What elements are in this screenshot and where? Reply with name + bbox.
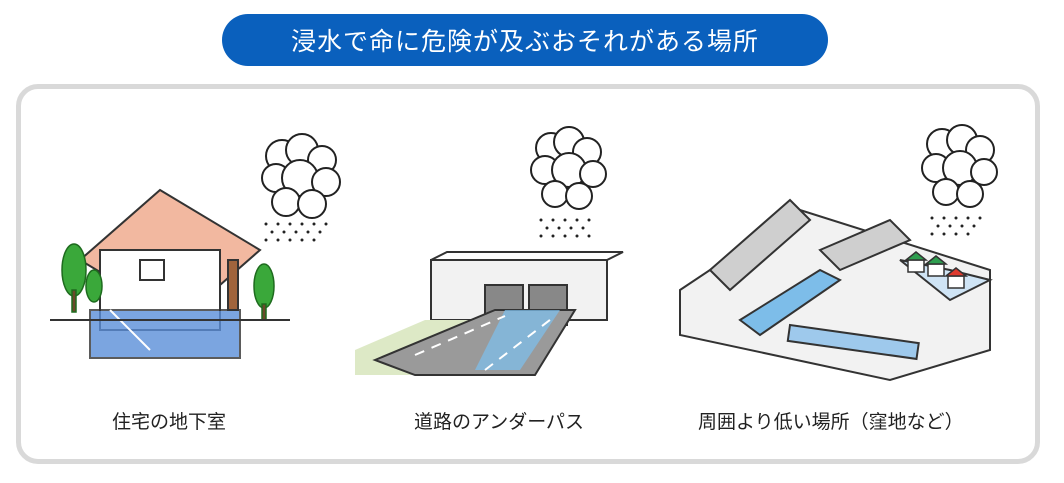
caption-underpass: 道路のアンダーパス xyxy=(414,407,584,434)
caption-low-lying-area-text: 周囲より低い場所（窪地など） xyxy=(698,411,964,433)
house-icon xyxy=(903,251,969,289)
tree-icon xyxy=(61,243,275,321)
road-icon xyxy=(372,309,577,376)
caption-basement-text: 住宅の地下室 xyxy=(112,411,227,433)
caption-underpass-text: 道路のアンダーパス xyxy=(414,411,585,433)
depression-terrain-icon xyxy=(679,198,993,382)
rain-cloud-icon xyxy=(921,124,998,236)
rain-cloud-icon xyxy=(261,133,341,242)
rain-cloud-icon xyxy=(530,126,607,238)
low-lying-area-illustration xyxy=(679,124,998,382)
road-underpass-illustration xyxy=(355,126,624,376)
page-title: 浸水で命に危険が及ぶおそれがある場所 xyxy=(222,14,828,66)
page-title-text: 浸水で命に危険が及ぶおそれがある場所 xyxy=(290,27,759,56)
basement-house-illustration xyxy=(50,133,341,359)
house-icon xyxy=(78,188,262,359)
caption-basement: 住宅の地下室 xyxy=(112,407,226,434)
caption-low-lying-area: 周囲より低い場所（窪地など） xyxy=(698,407,964,434)
